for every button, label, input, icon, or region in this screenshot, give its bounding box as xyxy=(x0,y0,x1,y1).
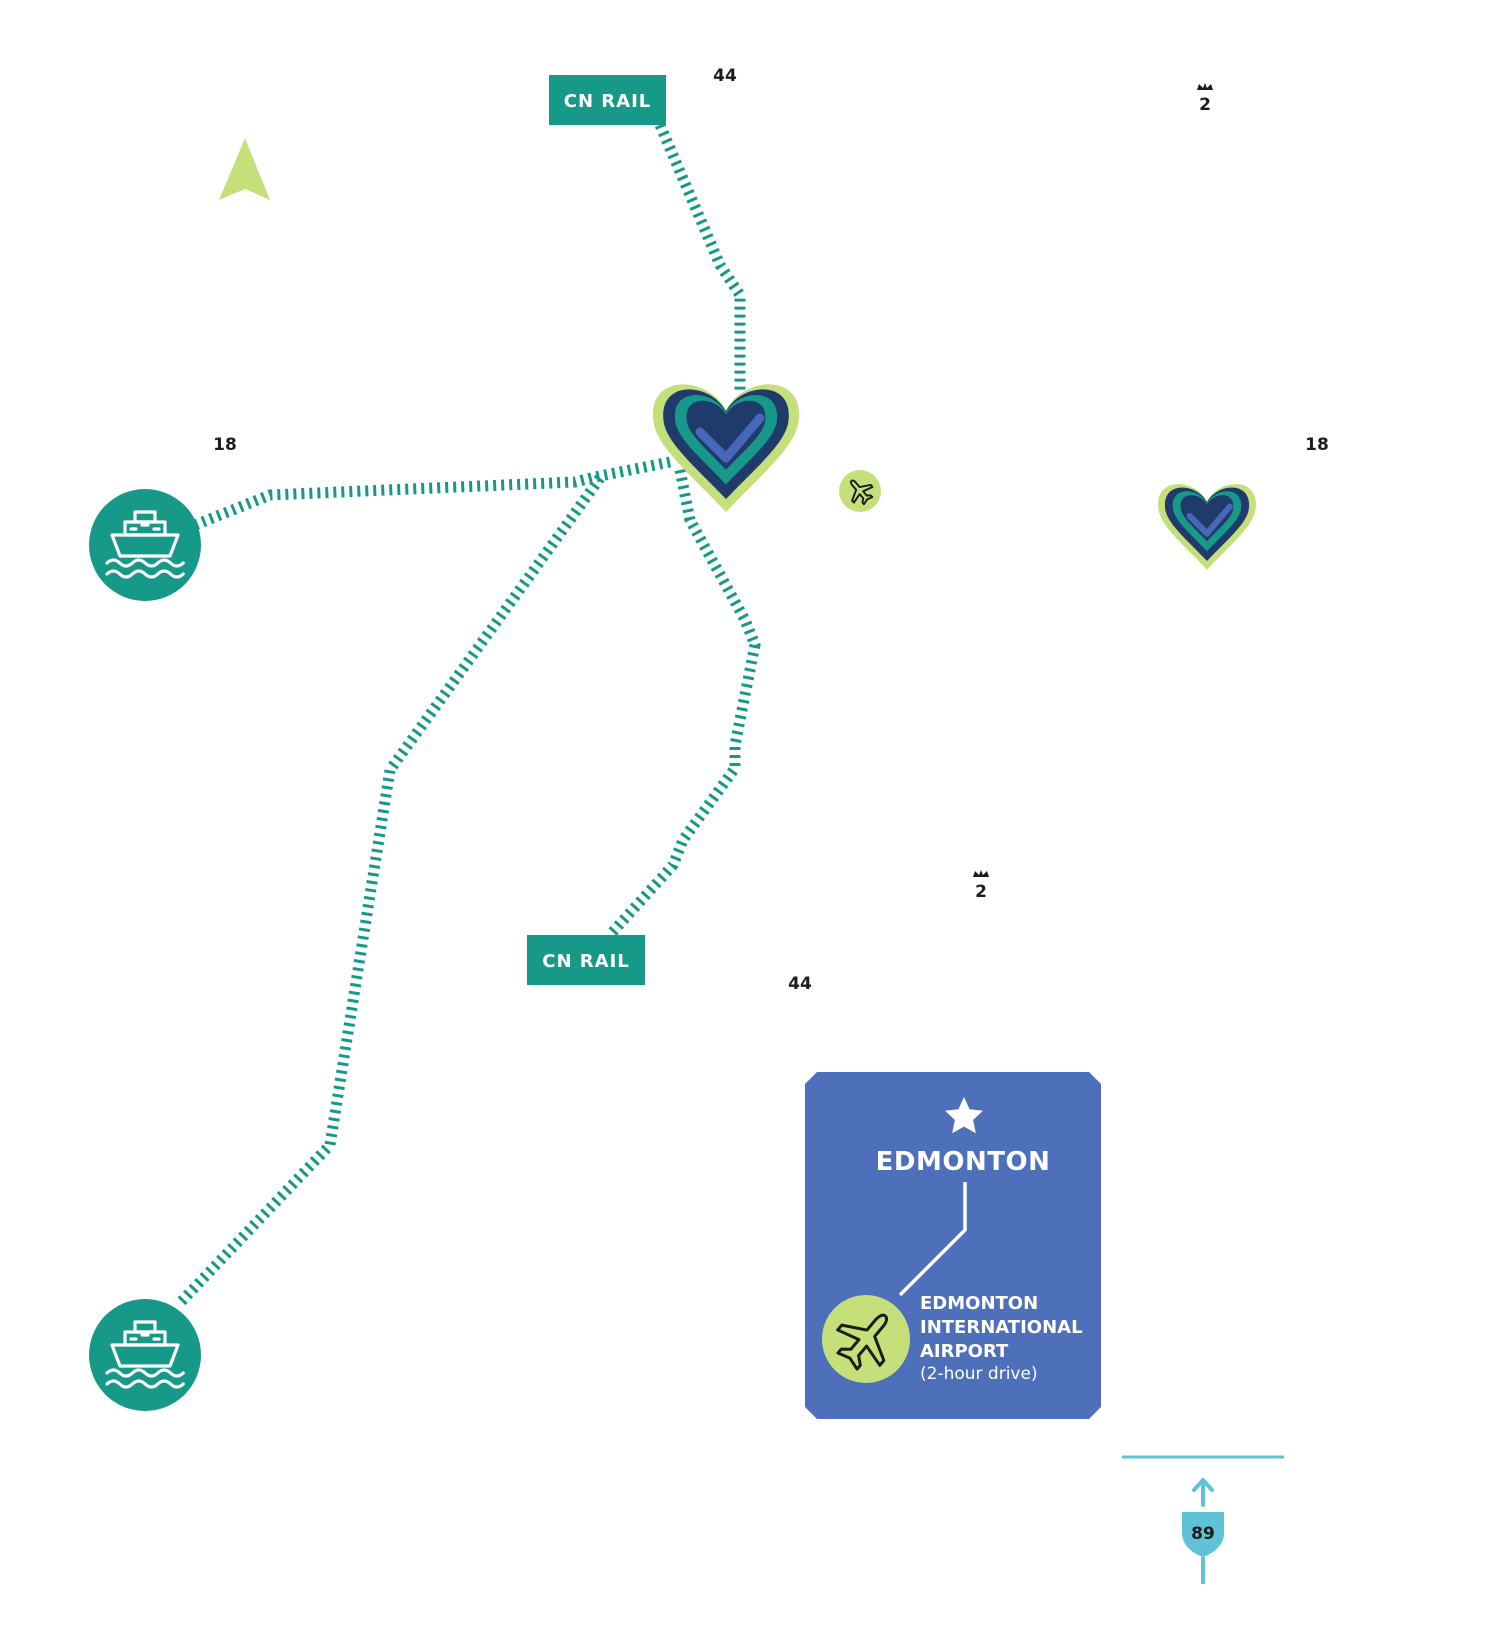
port-marker-south xyxy=(89,1299,201,1411)
highway-89-marker: 89 xyxy=(1122,1455,1284,1584)
rail-line-north xyxy=(654,122,746,390)
rail-line-south xyxy=(605,468,761,939)
inset-airport-badge xyxy=(822,1295,910,1383)
ship-icon xyxy=(105,1320,185,1389)
highway-label-18-left: 18 xyxy=(213,435,237,455)
highway-marker-2-bottom-text: 2 xyxy=(975,882,987,902)
highway-shield-icon xyxy=(1182,1512,1224,1557)
crown-icon xyxy=(973,870,989,877)
inset-drive-note: (2-hour drive) xyxy=(920,1364,1038,1384)
rail-label-north: CN RAIL xyxy=(549,75,666,125)
inset-airport-line-1: EDMONTON xyxy=(920,1293,1038,1314)
highway-label-44-bottom: 44 xyxy=(788,974,812,994)
rail-label-south: CN RAIL xyxy=(527,935,645,985)
edmonton-inset: EDMONTON EDMONTON INTERNATIONAL AIRPORT … xyxy=(805,1072,1101,1419)
highway-marker-2-top-text: 2 xyxy=(1199,95,1211,115)
inset-connector-line xyxy=(898,1182,967,1297)
highway-marker-2-bottom: 2 xyxy=(973,870,989,902)
heart-marker-small xyxy=(1158,484,1256,570)
airplane-icon xyxy=(849,479,874,506)
highway-label-18-right: 18 xyxy=(1305,435,1329,455)
airplane-icon xyxy=(836,1313,889,1371)
rail-line-west xyxy=(192,456,672,531)
airport-marker-small xyxy=(839,470,881,512)
highway-shield-number: 89 xyxy=(1191,1524,1215,1544)
rail-label-south-text: CN RAIL xyxy=(542,951,630,972)
crown-icon xyxy=(1197,83,1213,90)
arrow-up-icon xyxy=(1192,1478,1214,1507)
highway-marker-2-top: 2 xyxy=(1197,83,1213,115)
inset-airport-line-3: AIRPORT xyxy=(920,1341,1009,1362)
highway-label-44-top: 44 xyxy=(713,66,737,86)
ship-icon xyxy=(105,510,185,579)
inset-airport-line-2: INTERNATIONAL xyxy=(920,1317,1083,1338)
heart-icon xyxy=(652,384,800,512)
star-icon xyxy=(945,1097,983,1134)
rail-lines xyxy=(174,122,761,1309)
inset-city-name: EDMONTON xyxy=(876,1147,1051,1177)
port-marker-north xyxy=(89,489,201,601)
heart-icon xyxy=(1158,484,1256,570)
north-arrow-icon xyxy=(219,138,270,200)
heart-marker-large xyxy=(652,384,800,512)
rail-line-southwest xyxy=(174,474,605,1309)
rail-label-north-text: CN RAIL xyxy=(564,91,652,112)
